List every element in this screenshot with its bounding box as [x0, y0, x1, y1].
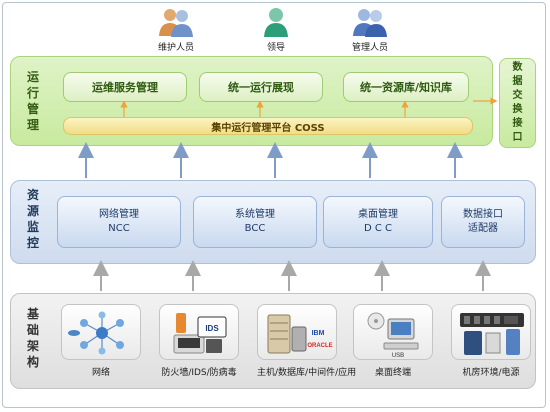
infra-label: 机房环境/电源: [462, 368, 520, 378]
box-line1: 系统管理: [235, 209, 275, 220]
infra-label: 防火墙/IDS/防病毒: [161, 368, 237, 378]
person-group-icon: [353, 9, 387, 37]
operations-management-layer: 运行管理 运维服务管理 统一运行展现 统一资源库/知识库 集中运行管理平台 CO…: [10, 56, 493, 146]
box-line1: 数据接口: [463, 209, 503, 220]
infra-firewall: IDS 防火墙/IDS/防病毒: [159, 304, 239, 378]
data-exchange-interface-box: 数据交换接口: [499, 58, 536, 148]
user-leader: 领导: [250, 6, 302, 53]
layer-title: 运行管理: [26, 70, 39, 132]
server-database-icon: IBM ORACLE: [267, 314, 333, 354]
unified-knowledge-base-box: 统一资源库/知识库: [343, 72, 469, 102]
box-line2: 适配器: [468, 223, 498, 234]
oracle-logo-text: ORACLE: [307, 343, 332, 349]
ibm-logo-text: IBM: [312, 330, 325, 337]
ops-service-management-box: 运维服务管理: [63, 72, 187, 102]
box-line2: NCC: [108, 223, 130, 234]
user-label: 维护人员: [157, 43, 194, 53]
system-management-bcc-box: 系统管理 BCC: [193, 196, 317, 248]
unified-display-box: 统一运行展现: [199, 72, 323, 102]
user-administrators: 管理人员: [344, 6, 396, 53]
central-platform-coss: 集中运行管理平台 COSS: [63, 117, 473, 135]
person-group-icon: [159, 9, 193, 37]
desktop-management-dcc-box: 桌面管理 D C C: [323, 196, 433, 248]
box-line1: 网络管理: [99, 209, 139, 220]
box-line2: BCC: [244, 223, 266, 234]
network-topology-icon: [68, 311, 124, 355]
infrastructure-layer: 基础架构 网络 I: [10, 293, 536, 389]
infra-datacenter: 机房环境/电源: [451, 304, 531, 378]
person-icon: [264, 8, 288, 37]
infra-servers: IBM ORACLE 主机/数据库/中间件/应用: [257, 304, 357, 378]
usb-badge-text: USB: [392, 353, 404, 359]
user-label: 管理人员: [351, 43, 388, 53]
datacenter-power-icon: [460, 313, 524, 355]
user-label: 领导: [266, 43, 285, 53]
ids-badge-text: IDS: [205, 324, 219, 333]
infra-label: 桌面终端: [374, 368, 411, 378]
box-line2: D C C: [363, 223, 393, 234]
layer-title: 基础架构: [26, 307, 39, 369]
side-box-label: 数据交换接口: [512, 62, 523, 143]
desktop-terminal-icon: USB: [367, 312, 419, 359]
infra-desktop: USB 桌面终端: [353, 304, 433, 378]
infra-label: 网络: [91, 368, 110, 378]
user-maintenance-staff: 维护人员: [150, 6, 202, 53]
box-line1: 桌面管理: [358, 209, 398, 220]
infra-network: 网络: [61, 304, 141, 378]
data-interface-adapter-box: 数据接口 适配器: [441, 196, 525, 248]
infra-label: 主机/数据库/中间件/应用: [257, 368, 357, 378]
network-management-ncc-box: 网络管理 NCC: [57, 196, 181, 248]
resource-monitoring-layer: 资源监控 网络管理 NCC 系统管理 BCC 桌面管理 D C C 数据接口 适…: [10, 180, 536, 264]
firewall-ids-icon: IDS: [173, 313, 227, 354]
layer-title: 资源监控: [26, 188, 39, 250]
